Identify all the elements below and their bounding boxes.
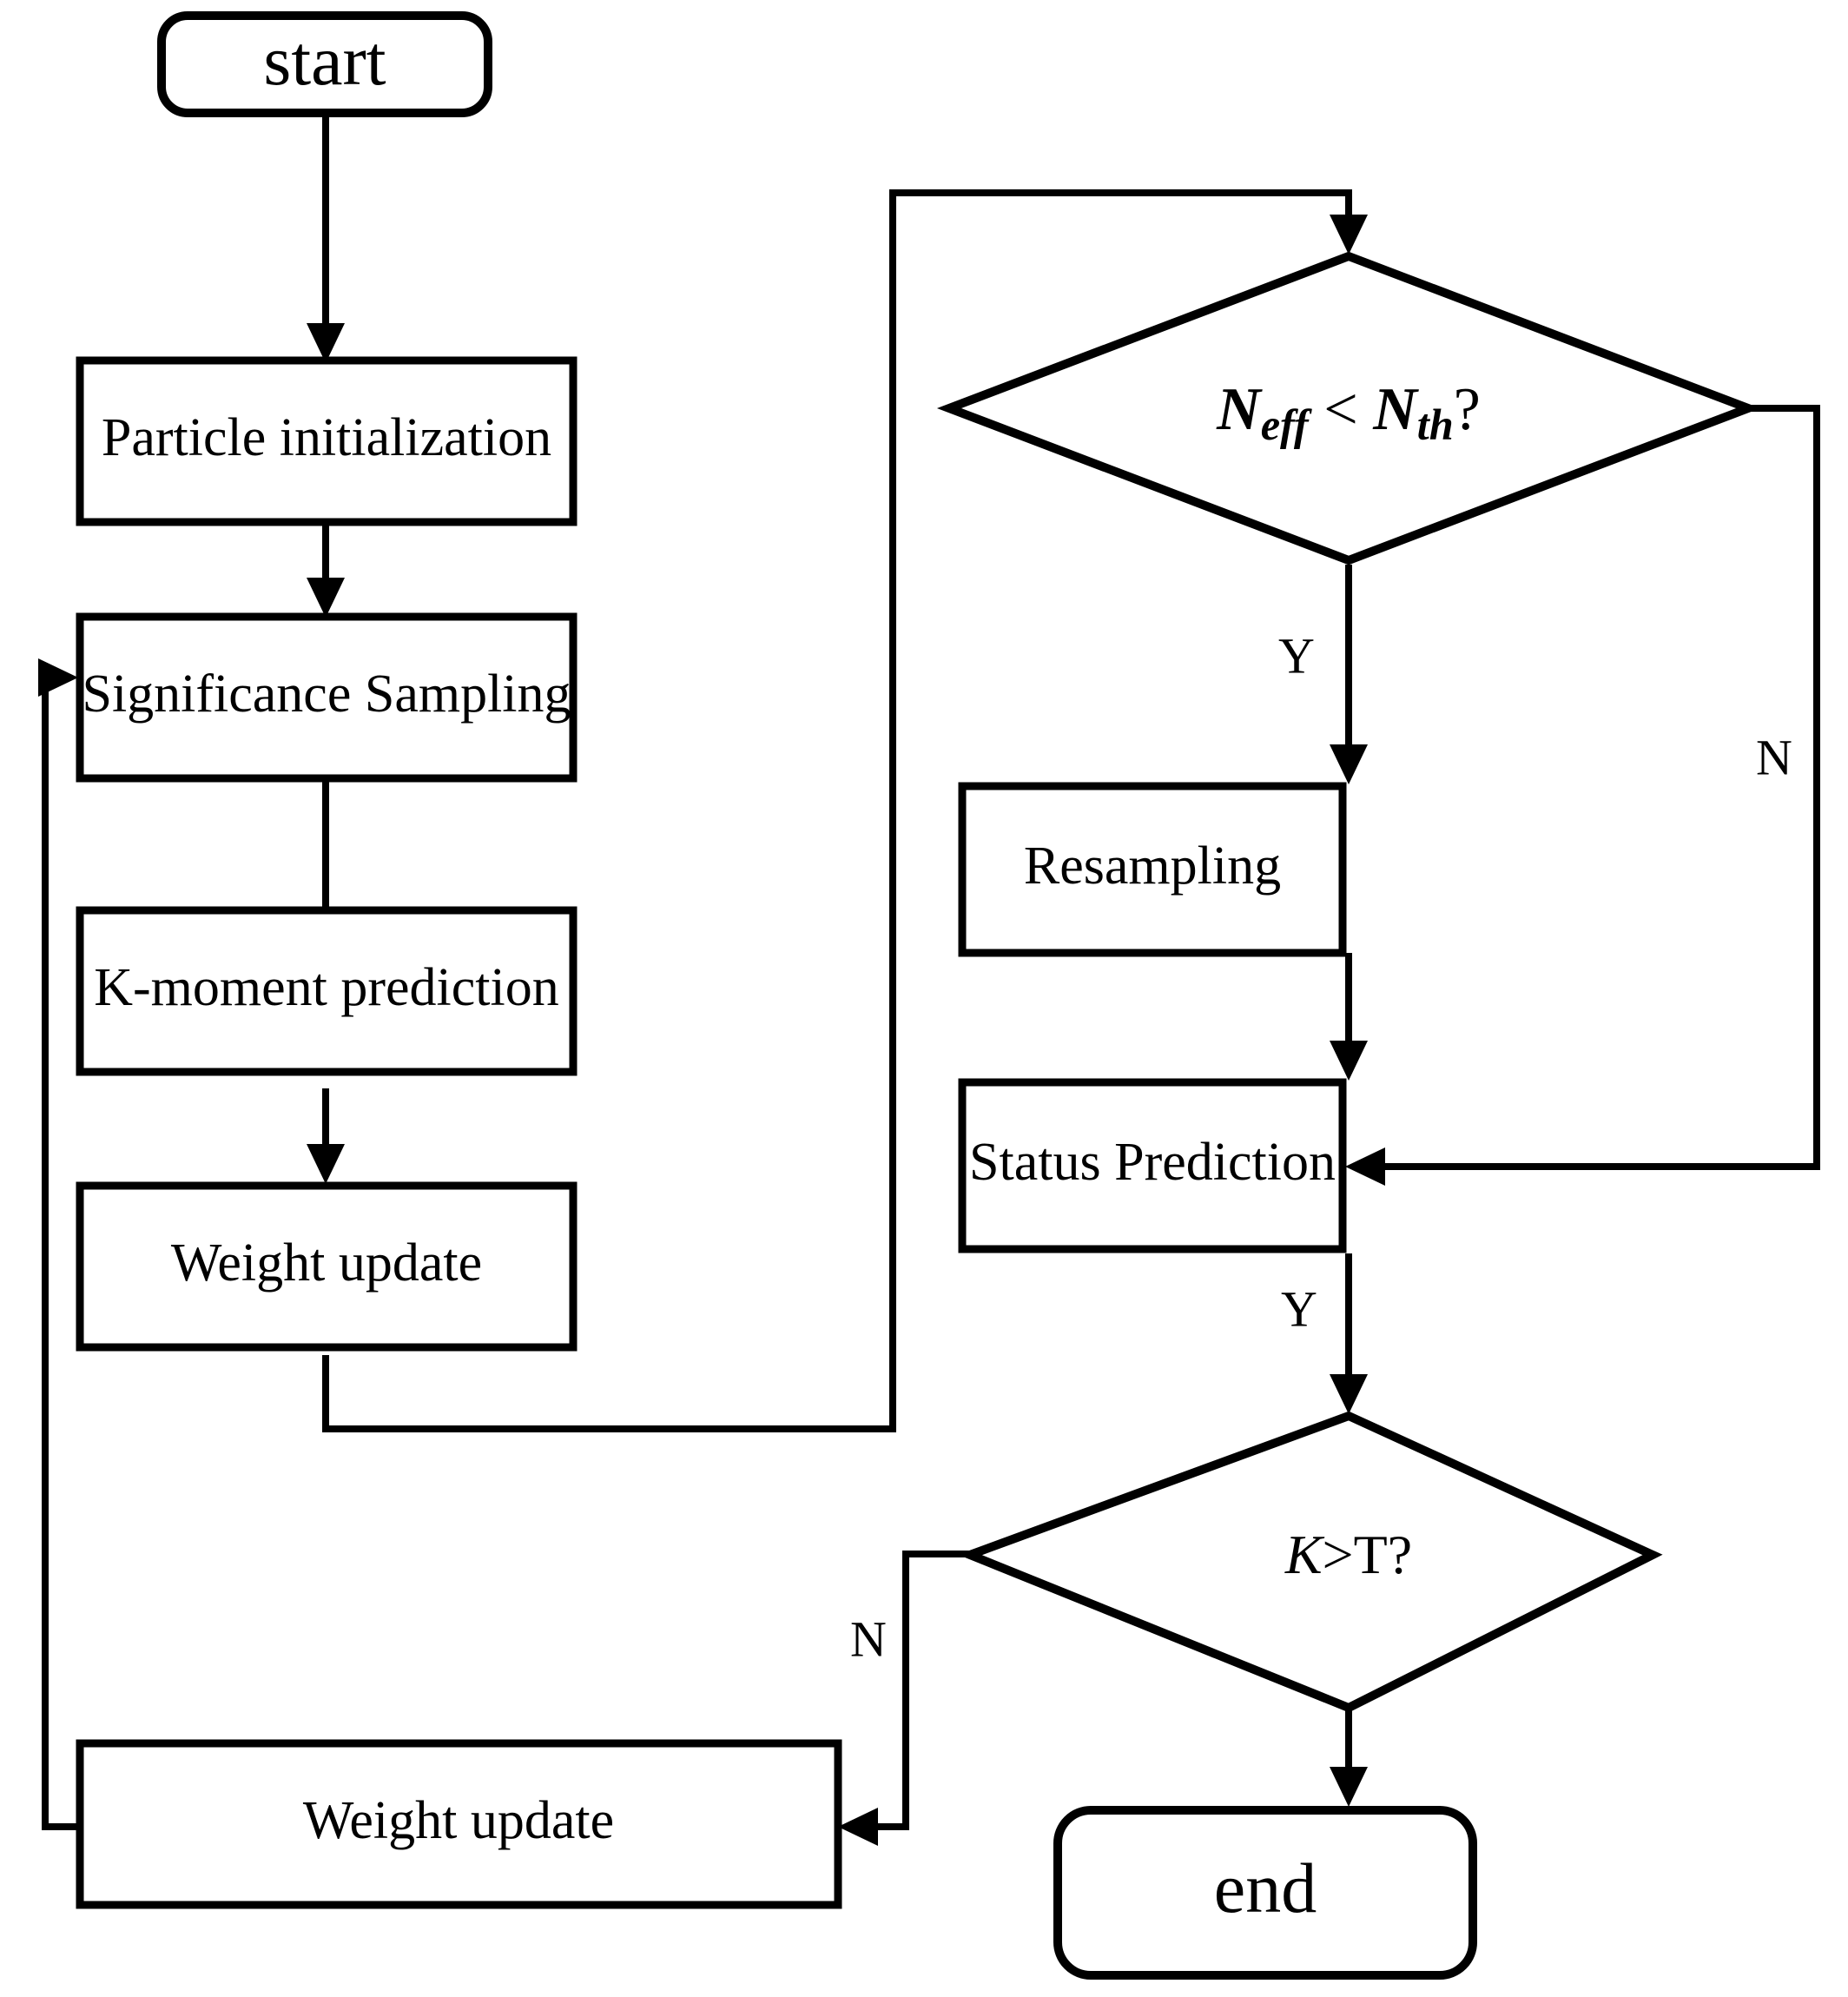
start-shape xyxy=(157,11,492,117)
kt-decision-rest: >T? xyxy=(1323,1524,1413,1585)
edge-resampling-to-status-prediction xyxy=(1330,953,1368,1081)
particle-initialization-shape xyxy=(76,356,578,526)
node-start[interactable]: start xyxy=(157,11,492,117)
edge-neff-decision-no-to-status-prediction xyxy=(1345,405,1820,1186)
k-moment-prediction-label: K-moment prediction xyxy=(94,958,558,1017)
node-end[interactable]: end xyxy=(1053,1806,1477,1980)
node-significance-sampling[interactable]: Significance Sampling xyxy=(76,612,578,783)
weight-update-2-label: Weight update xyxy=(303,1791,614,1850)
edge-status-prediction-to-kt-decision xyxy=(1330,1253,1368,1414)
status-prediction-label: Status Prediction xyxy=(969,1133,1336,1192)
end-shape xyxy=(1053,1806,1477,1980)
edge-weight-update-2-to-significance-sampling xyxy=(38,658,80,1830)
significance-sampling-shape xyxy=(76,612,578,783)
weight-update-1-label: Weight update xyxy=(171,1233,482,1293)
end-label: end xyxy=(1214,1848,1317,1928)
edge-kt-decision-yes-to-end xyxy=(1330,1709,1368,1807)
node-particle-initialization[interactable]: Particle initialization xyxy=(76,356,578,526)
node-kt-decision[interactable]: K>T? xyxy=(958,1411,1663,1713)
edge-label-neff-no: N xyxy=(1756,729,1792,785)
node-neff-decision[interactable]: Neff < Nth? xyxy=(936,251,1761,565)
k-moment-prediction-shape xyxy=(76,906,578,1076)
weight-update-2-shape xyxy=(76,1739,842,1909)
kt-decision-shape xyxy=(958,1411,1663,1713)
neff-decision-shape xyxy=(936,251,1761,565)
node-status-prediction[interactable]: Status Prediction xyxy=(958,1078,1347,1253)
neff-decision-n1: N xyxy=(1216,376,1263,443)
resampling-label: Resampling xyxy=(1024,836,1281,896)
edge-k-moment-to-weight-update-1 xyxy=(307,1088,345,1184)
edge-weight-update-1-to-neff-decision xyxy=(322,189,1368,1432)
edge-label-neff-yes: Y xyxy=(1278,627,1315,684)
weight-update-1-shape xyxy=(76,1181,578,1352)
particle-initialization-label: Particle initialization xyxy=(102,408,551,467)
edge-neff-decision-yes-to-resampling xyxy=(1330,565,1368,784)
neff-decision-label: Neff < Nth? xyxy=(1216,376,1481,449)
neff-decision-sub2: th xyxy=(1417,400,1454,449)
neff-decision-n2: N xyxy=(1372,376,1419,443)
node-resampling[interactable]: Resampling xyxy=(958,782,1347,957)
node-weight-update-1[interactable]: Weight update xyxy=(76,1181,578,1352)
status-prediction-shape xyxy=(958,1078,1347,1253)
edge-label-status-yes: Y xyxy=(1281,1280,1317,1337)
edge-start-to-particle-init xyxy=(307,113,345,363)
edge-kt-decision-no-to-weight-update-2 xyxy=(838,1551,970,1846)
neff-decision-sub1: eff xyxy=(1261,400,1312,449)
edge-particle-init-to-significance-sampling xyxy=(307,522,345,618)
kt-decision-label: K>T? xyxy=(1284,1524,1412,1585)
edge-label-kt-no: N xyxy=(850,1610,887,1667)
start-label: start xyxy=(263,21,386,100)
significance-sampling-label: Significance Sampling xyxy=(82,665,571,724)
node-k-moment-prediction[interactable]: K-moment prediction xyxy=(76,906,578,1076)
resampling-shape xyxy=(958,782,1347,957)
kt-decision-var: K xyxy=(1284,1524,1325,1585)
node-weight-update-2[interactable]: Weight update xyxy=(76,1739,842,1909)
